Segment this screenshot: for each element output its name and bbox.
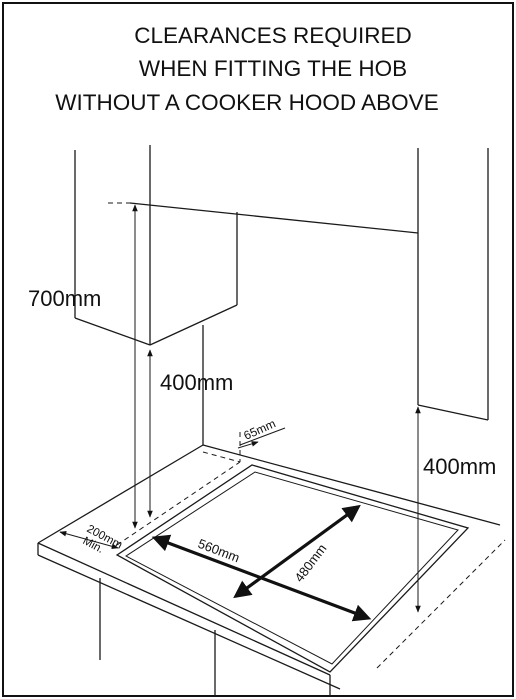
label-400mm-right: 400mm bbox=[423, 454, 496, 479]
clearance-guides bbox=[116, 432, 241, 546]
label-400mm-left: 400mm bbox=[160, 370, 233, 395]
title-line-2: WHEN FITTING THE HOB bbox=[139, 56, 407, 81]
dim-65 bbox=[237, 427, 286, 449]
label-480mm: 480mm bbox=[291, 541, 329, 585]
hob bbox=[115, 464, 470, 673]
title-line-3: WITHOUT A COOKER HOOD ABOVE bbox=[55, 90, 438, 115]
wall-right bbox=[417, 148, 489, 421]
wall-cabinet bbox=[74, 145, 419, 346]
dim-200 bbox=[59, 530, 119, 550]
title-line-1: CLEARANCES REQUIRED bbox=[134, 23, 412, 48]
label-700mm: 700mm bbox=[28, 286, 101, 311]
dim-hob-depth bbox=[233, 504, 361, 599]
label-65mm: 65mm bbox=[242, 416, 278, 442]
